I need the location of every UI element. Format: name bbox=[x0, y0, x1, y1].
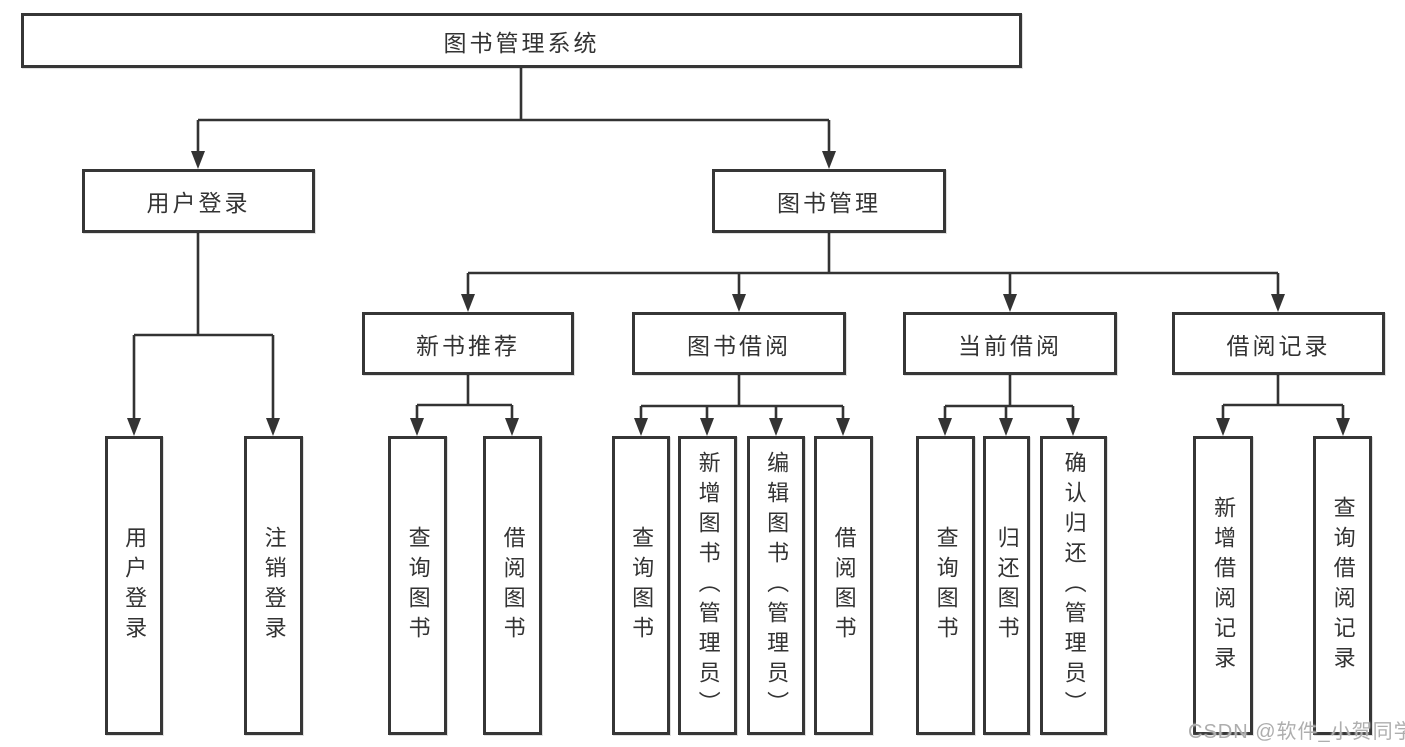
node-root: 图书管理系统 bbox=[21, 13, 1022, 68]
leaf-return-book-label: 归还图书 bbox=[994, 525, 1020, 646]
node-current-borrow-label: 当前借阅 bbox=[958, 332, 1062, 359]
leaf-query-books-recommend-label: 查询图书 bbox=[405, 525, 431, 646]
leaf-add-borrow-record: 新增借阅记录 bbox=[1193, 436, 1253, 735]
leaf-query-books-current: 查询图书 bbox=[916, 436, 975, 735]
arrowhead-group bbox=[127, 151, 1350, 436]
leaf-borrow-books-recommend-label: 借阅图书 bbox=[500, 525, 526, 646]
leaf-logout: 注销登录 bbox=[244, 436, 303, 735]
node-borrow-records-label: 借阅记录 bbox=[1226, 332, 1331, 359]
node-root-label: 图书管理系统 bbox=[443, 29, 600, 56]
leaf-logout-label: 注销登录 bbox=[261, 525, 287, 646]
leaf-edit-book-admin-label: 编辑图书（管理员） bbox=[764, 450, 790, 721]
leaf-query-borrow-record-label: 查询借阅记录 bbox=[1330, 495, 1356, 676]
leaf-edit-book-admin: 编辑图书（管理员） bbox=[747, 436, 805, 735]
leaf-query-books-recommend: 查询图书 bbox=[388, 436, 447, 735]
leaf-query-borrow-record: 查询借阅记录 bbox=[1313, 436, 1372, 735]
node-user-login-label: 用户登录 bbox=[146, 190, 251, 216]
node-book-management-label: 图书管理 bbox=[777, 190, 881, 216]
watermark: CSDN @软件_小贺同学 bbox=[1188, 721, 1405, 743]
leaf-query-books-current-label: 查询图书 bbox=[933, 525, 959, 646]
leaf-add-borrow-record-label: 新增借阅记录 bbox=[1211, 495, 1237, 676]
leaf-add-book-admin-label: 新增图书（管理员） bbox=[695, 450, 721, 721]
node-borrow-records: 借阅记录 bbox=[1172, 312, 1385, 375]
node-new-book-recommend-label: 新书推荐 bbox=[416, 332, 520, 359]
leaf-confirm-return-admin-label: 确认归还（管理员） bbox=[1061, 450, 1087, 721]
leaf-borrow-books-recommend: 借阅图书 bbox=[483, 436, 542, 735]
node-new-book-recommend: 新书推荐 bbox=[362, 312, 574, 375]
node-book-borrow: 图书借阅 bbox=[632, 312, 846, 375]
node-current-borrow: 当前借阅 bbox=[903, 312, 1117, 375]
leaf-user-login: 用户登录 bbox=[105, 436, 163, 735]
node-book-management: 图书管理 bbox=[712, 169, 946, 233]
node-book-borrow-label: 图书借阅 bbox=[687, 332, 791, 359]
leaf-confirm-return-admin: 确认归还（管理员） bbox=[1040, 436, 1107, 735]
leaf-add-book-admin: 新增图书（管理员） bbox=[678, 436, 737, 735]
leaf-borrow-books: 借阅图书 bbox=[814, 436, 873, 735]
leaf-query-books-borrow-label: 查询图书 bbox=[629, 525, 655, 646]
leaf-query-books-borrow: 查询图书 bbox=[612, 436, 670, 735]
node-user-login: 用户登录 bbox=[82, 169, 315, 233]
leaf-user-login-label: 用户登录 bbox=[122, 525, 148, 646]
leaf-return-book: 归还图书 bbox=[983, 436, 1030, 735]
leaf-borrow-books-label: 借阅图书 bbox=[831, 525, 857, 646]
